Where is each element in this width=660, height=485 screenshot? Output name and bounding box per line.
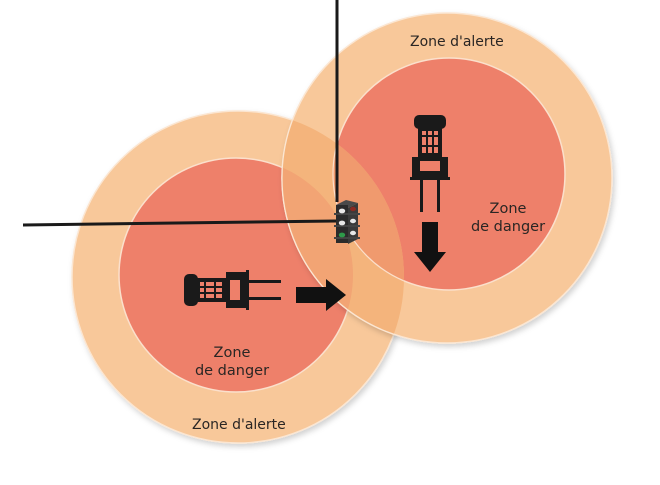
left-danger-label-line1: Zone — [213, 345, 251, 361]
horizontal-wire — [22, 219, 337, 227]
arrow-down-icon — [414, 222, 446, 272]
right-danger-label: Zone de danger — [460, 200, 556, 236]
right-danger-label-line1: Zone — [489, 201, 527, 217]
forklift-top-view-icon — [184, 270, 281, 310]
traffic-light-icon — [334, 200, 360, 244]
arrow-right-icon — [296, 279, 346, 311]
left-alert-label: Zone d'alerte — [192, 417, 286, 433]
right-danger-label-line2: de danger — [470, 219, 546, 236]
left-danger-label: Zone de danger — [184, 344, 280, 380]
left-danger-label-line2: de danger — [194, 363, 270, 380]
forklift-top-view-icon — [410, 115, 450, 212]
right-alert-label: Zone d'alerte — [410, 34, 504, 50]
